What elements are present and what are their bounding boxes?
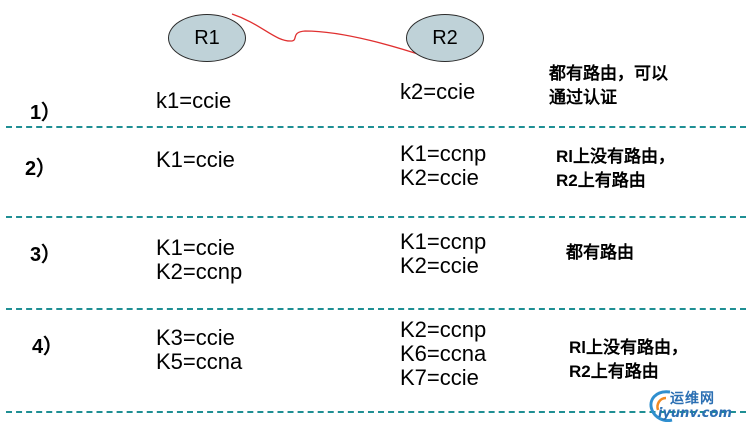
row-1-result: 都有路由，可以 通过认证	[549, 62, 668, 110]
row-2-r2-keys: K1=ccnp K2=ccie	[400, 142, 486, 190]
row-2-r1-keys: K1=ccie	[156, 148, 235, 172]
row-1-r2-keys: k2=ccie	[400, 80, 475, 104]
watermark-swirl-icon	[649, 390, 673, 422]
row-3-result-line: 都有路由	[566, 243, 634, 262]
watermark-title: 运维网	[670, 391, 715, 407]
row-3-r2-key: K2=ccie	[400, 253, 479, 278]
router-link	[231, 13, 425, 57]
router-r1: R1	[168, 14, 246, 62]
row-4-r1-key: K5=ccna	[156, 349, 243, 374]
row-3-r1-key: K1=ccie	[156, 235, 235, 260]
row-1-number: 1）	[30, 102, 62, 124]
row-divider	[6, 411, 746, 413]
row-1-result-line: 通过认证	[549, 88, 617, 107]
row-4-result-line: Rl上没有路由，	[569, 338, 688, 357]
watermark-site: iyunv.com	[658, 406, 732, 421]
row-2-r1-key: K1=ccie	[156, 147, 235, 172]
row-3-r2-key: K1=ccnp	[400, 229, 487, 254]
row-1-r2-key: k2=ccie	[400, 79, 476, 104]
row-divider	[6, 216, 746, 218]
row-4-r1-key: K3=ccie	[156, 325, 235, 350]
row-2-result-line: Rl上没有路由，	[556, 147, 675, 166]
row-4-r2-key: K2=ccnp	[400, 317, 487, 342]
row-3-r1-key: K2=ccnp	[156, 259, 243, 284]
row-1-result-line: 都有路由，可以	[549, 64, 668, 83]
row-1-r1-keys: k1=ccie	[156, 89, 231, 113]
row-3-r1-keys: K1=ccie K2=ccnp	[156, 236, 242, 284]
row-4-number: 4）	[32, 336, 64, 358]
row-4-result: Rl上没有路由， R2上有路由	[569, 336, 688, 384]
row-3-number: 3）	[30, 244, 62, 266]
row-2-r2-key: K1=ccnp	[400, 141, 487, 166]
watermark: 运维网 iyunv.com	[646, 386, 748, 426]
row-4-result-line: R2上有路由	[569, 362, 659, 381]
router-r1-label: R1	[194, 26, 220, 49]
row-4-r1-keys: K3=ccie K5=ccna	[156, 326, 242, 374]
row-3-r2-keys: K1=ccnp K2=ccie	[400, 230, 486, 278]
row-4-r2-keys: K2=ccnp K6=ccna K7=ccie	[400, 318, 486, 390]
router-r2-label: R2	[432, 26, 458, 49]
row-3-result: 都有路由	[566, 241, 634, 265]
row-2-number: 2）	[25, 158, 57, 180]
row-2-result-line: R2上有路由	[556, 171, 646, 190]
row-2-result: Rl上没有路由， R2上有路由	[556, 145, 675, 193]
row-divider	[6, 126, 746, 128]
row-divider	[6, 308, 746, 310]
row-2-r2-key: K2=ccie	[400, 165, 479, 190]
router-r2: R2	[406, 14, 484, 62]
row-4-r2-key: K7=ccie	[400, 365, 479, 390]
row-4-r2-key: K6=ccna	[400, 341, 487, 366]
row-1-r1-key: k1=ccie	[156, 88, 232, 113]
